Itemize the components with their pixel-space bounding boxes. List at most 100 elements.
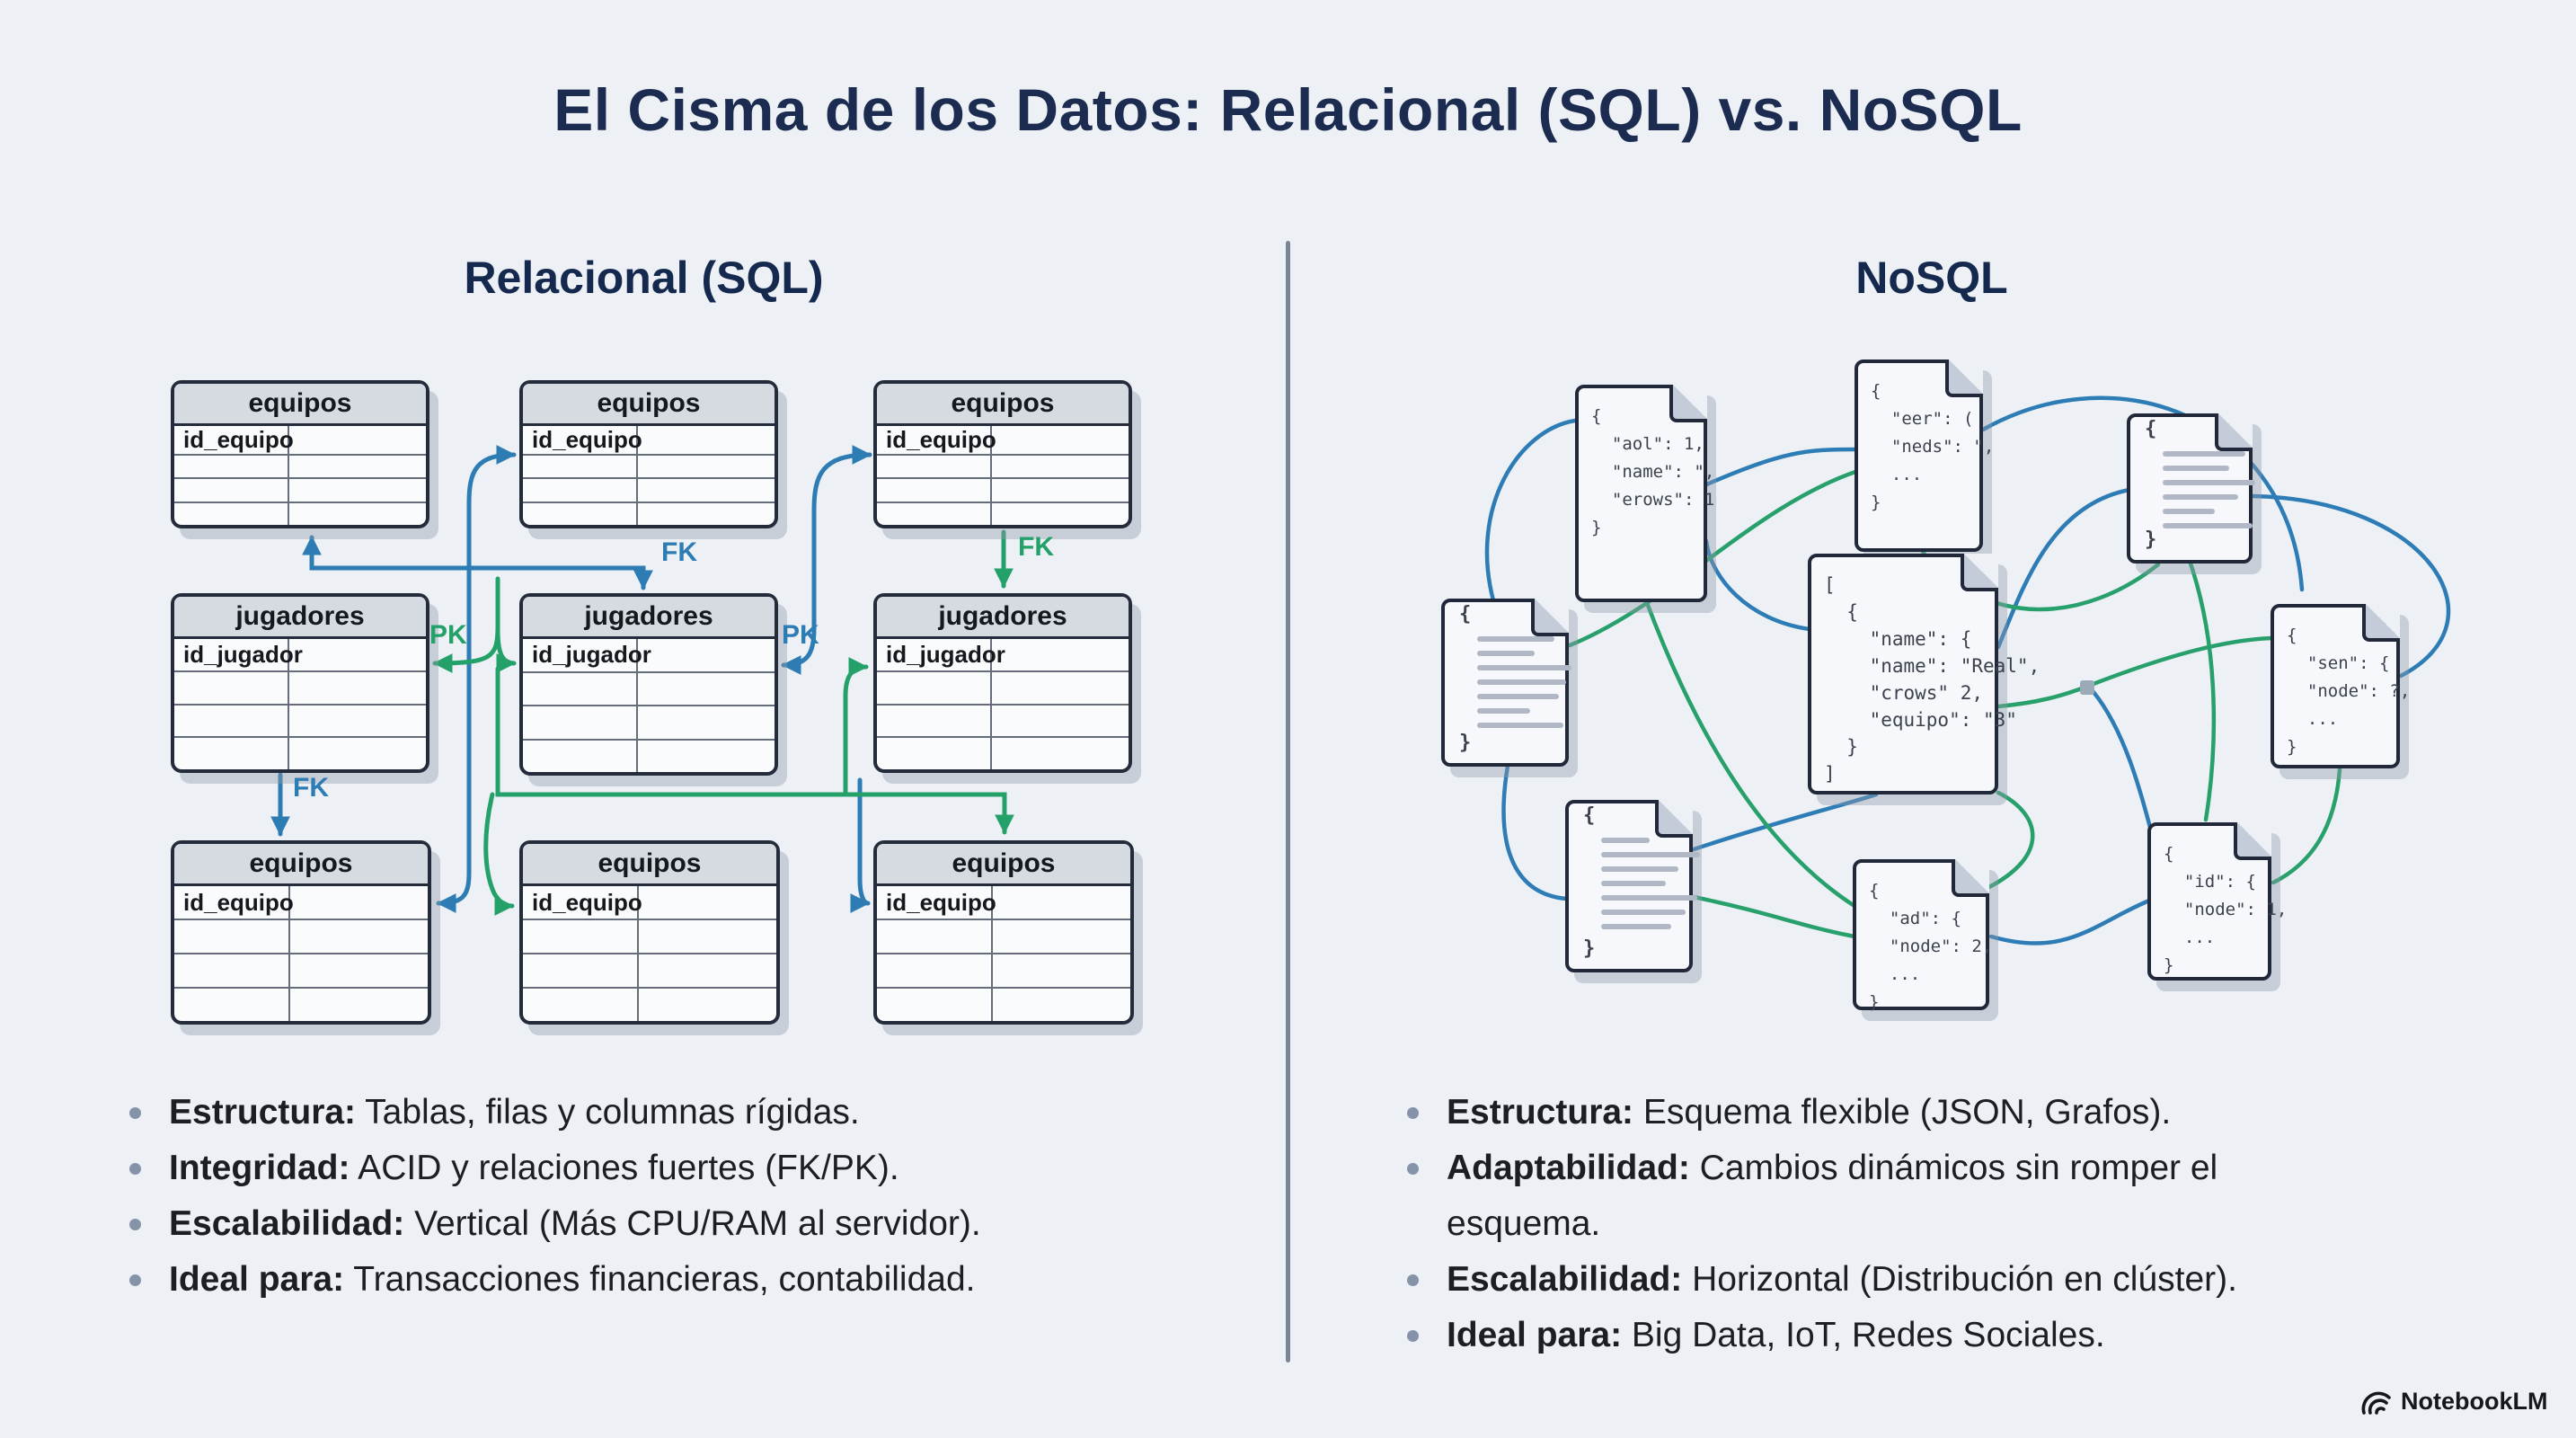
bullet-item: Ideal para: Big Data, IoT, Redes Sociale… [1403, 1308, 2545, 1363]
bullet-item: Escalabilidad: Vertical (Más CPU/RAM al … [126, 1196, 1294, 1252]
bullet-text: Transacciones financieras, contabilidad. [344, 1260, 976, 1299]
table-row [174, 501, 426, 525]
table-row [877, 454, 1129, 477]
text-line-placeholder [1477, 694, 1560, 699]
table-body: id_jugador [877, 639, 1129, 769]
table-title: jugadores [523, 597, 775, 639]
text-line-placeholder [1477, 651, 1536, 656]
field-label: id_equipo [532, 426, 642, 453]
text-line-placeholder [1477, 665, 1571, 670]
table-row [523, 919, 776, 953]
table-row [523, 705, 775, 739]
table-row [877, 501, 1129, 525]
bullet-item: Estructura: Tablas, filas y columnas ríg… [126, 1085, 1294, 1141]
table-row: id_jugador [877, 639, 1129, 670]
table-body: id_equipo [877, 886, 1130, 1021]
table-row [523, 501, 775, 525]
table-row [174, 919, 428, 953]
bullet-item: Integridad: ACID y relaciones fuertes (F… [126, 1141, 1294, 1196]
json-document-node: { "eer": ( "neds": ", ... } [1855, 360, 1995, 552]
json-document-node: [ { "name": { "name": "Real", "crows" 2,… [1808, 554, 2040, 794]
table-row [877, 987, 1130, 1021]
text-line-placeholder [2163, 451, 2246, 457]
table-row [523, 987, 776, 1021]
nosql-links-blue [1484, 395, 2451, 945]
text-line-placeholder [1601, 852, 1700, 857]
table-title: equipos [877, 844, 1130, 886]
text-line-placeholder [1601, 910, 1686, 915]
table-title: equipos [877, 384, 1129, 426]
bullet-label: Adaptabilidad: [1447, 1149, 1690, 1187]
open-brace: { [1583, 804, 1596, 827]
graph-node-dot [2080, 680, 2094, 695]
pk-key-label: PK [782, 620, 819, 650]
table-row [523, 454, 775, 477]
table-row [174, 454, 426, 477]
table-body: id_equipo [174, 426, 426, 525]
bullet-item: Escalabilidad: Horizontal (Distribución … [1403, 1252, 2545, 1308]
table-body: id_equipo [174, 886, 428, 1021]
text-line-placeholder [1601, 866, 1678, 872]
table-row: id_equipo [877, 886, 1130, 919]
table-body: id_jugador [523, 639, 775, 772]
field-label: id_jugador [532, 641, 651, 669]
field-label: id_equipo [532, 888, 642, 916]
notebooklm-logo-icon [2361, 1391, 2391, 1415]
json-document-node: { "ad": { "node": 2, ... } [1853, 859, 1992, 1012]
close-brace: } [1459, 732, 1472, 754]
table-row [174, 736, 426, 769]
fk-key-label: FK [293, 773, 329, 803]
page-title: El Cisma de los Datos: Relacional (SQL) … [553, 76, 2023, 143]
table-row: id_equipo [523, 426, 775, 454]
text-line-placeholder [2163, 494, 2239, 500]
bullet-item: Adaptabilidad: Cambios dinámicos sin rom… [1403, 1141, 2545, 1252]
field-label: id_equipo [886, 888, 996, 916]
bullet-label: Escalabilidad: [1447, 1260, 1683, 1299]
json-snippet: { "eer": ( "neds": ", ... } [1871, 381, 1995, 512]
table-row: id_equipo [877, 426, 1129, 454]
json-snippet: { "sen": { "node": ?, ... } [2287, 626, 2411, 757]
center-divider [1286, 241, 1290, 1363]
bullet-label: Estructura: [169, 1093, 357, 1132]
field-label: id_equipo [183, 888, 294, 916]
table-row [523, 738, 775, 773]
bullet-text: Big Data, IoT, Redes Sociales. [1622, 1316, 2105, 1354]
bullet-item: Ideal para: Transacciones financieras, c… [126, 1252, 1294, 1308]
close-brace: } [2145, 528, 2157, 551]
field-label: id_equipo [886, 426, 996, 453]
table-row: id_jugador [174, 639, 426, 670]
field-label: id_equipo [183, 426, 294, 453]
json-document-node: { "aol": 1, "name": ", "erows": 1 } [1575, 385, 1715, 602]
bullet-label: Estructura: [1447, 1093, 1634, 1132]
bullet-text: Cambios dinámicos sin romper el [1689, 1149, 2218, 1187]
watermark-brand: NotebookLM [2401, 1388, 2548, 1415]
text-line-placeholder [1477, 679, 1567, 685]
table-body: id_equipo [523, 426, 775, 525]
json-snippet: { "aol": 1, "name": ", "erows": 1 } [1591, 406, 1715, 537]
document-node-sketch: {} [1441, 599, 1571, 767]
table-row [877, 670, 1129, 704]
bullet-text: Vertical (Más CPU/RAM al servidor). [404, 1204, 981, 1243]
table-row [174, 703, 426, 737]
text-line-placeholder [2163, 523, 2253, 528]
bullet-text: Esquema flexible (JSON, Grafos). [1633, 1093, 2172, 1132]
table-title: jugadores [877, 597, 1129, 639]
table-title: equipos [523, 844, 776, 886]
bullet-text: ACID y relaciones fuertes (FK/PK). [350, 1149, 899, 1187]
table-row: id_equipo [523, 886, 776, 919]
sql-feature-list: Estructura: Tablas, filas y columnas ríg… [126, 1085, 1294, 1308]
fk-key-label: FK [1018, 532, 1054, 562]
bullet-label: Ideal para: [169, 1260, 345, 1299]
text-line-placeholder [1601, 895, 1698, 901]
bullet-label: Escalabilidad: [169, 1204, 405, 1243]
document-node-sketch: {} [2127, 413, 2255, 564]
sql-pk-arrows-green [432, 529, 1014, 916]
table-row [523, 953, 776, 987]
bullet-text-continuation: esquema. [1447, 1204, 1601, 1243]
text-line-placeholder [1477, 708, 1530, 714]
